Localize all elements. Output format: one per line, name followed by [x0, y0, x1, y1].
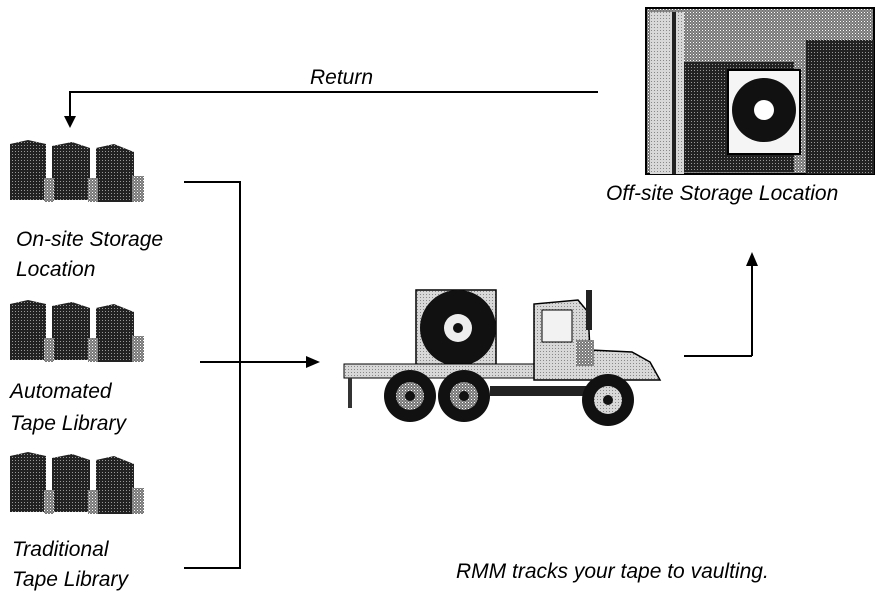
vault-icon — [645, 7, 875, 175]
traditional-library-tape-stack-icon — [10, 452, 144, 514]
automated-library-tape-stack-icon — [10, 300, 144, 362]
return-arrow — [69, 91, 598, 120]
traditional-library-label-line1: Traditional — [12, 538, 109, 561]
source-connector-lines — [184, 181, 753, 569]
onsite-tape-stack-icon — [10, 140, 144, 202]
automated-library-label-line2: Tape Library — [10, 412, 126, 435]
truck-icon — [343, 289, 662, 426]
onsite-storage-label-line1: On-site Storage — [16, 228, 164, 251]
offsite-storage-label: Off-site Storage Location — [606, 182, 839, 205]
return-arrowhead — [64, 116, 76, 128]
truck-inbound-arrowhead — [306, 356, 320, 368]
onsite-storage-label-line2: Location — [16, 258, 96, 281]
return-label: Return — [310, 66, 374, 89]
offsite-arrowhead — [746, 252, 758, 266]
automated-library-label-line1: Automated — [10, 380, 112, 403]
traditional-library-label-line2: Tape Library — [12, 568, 128, 591]
diagram-caption: RMM tracks your tape to vaulting. — [456, 560, 769, 583]
